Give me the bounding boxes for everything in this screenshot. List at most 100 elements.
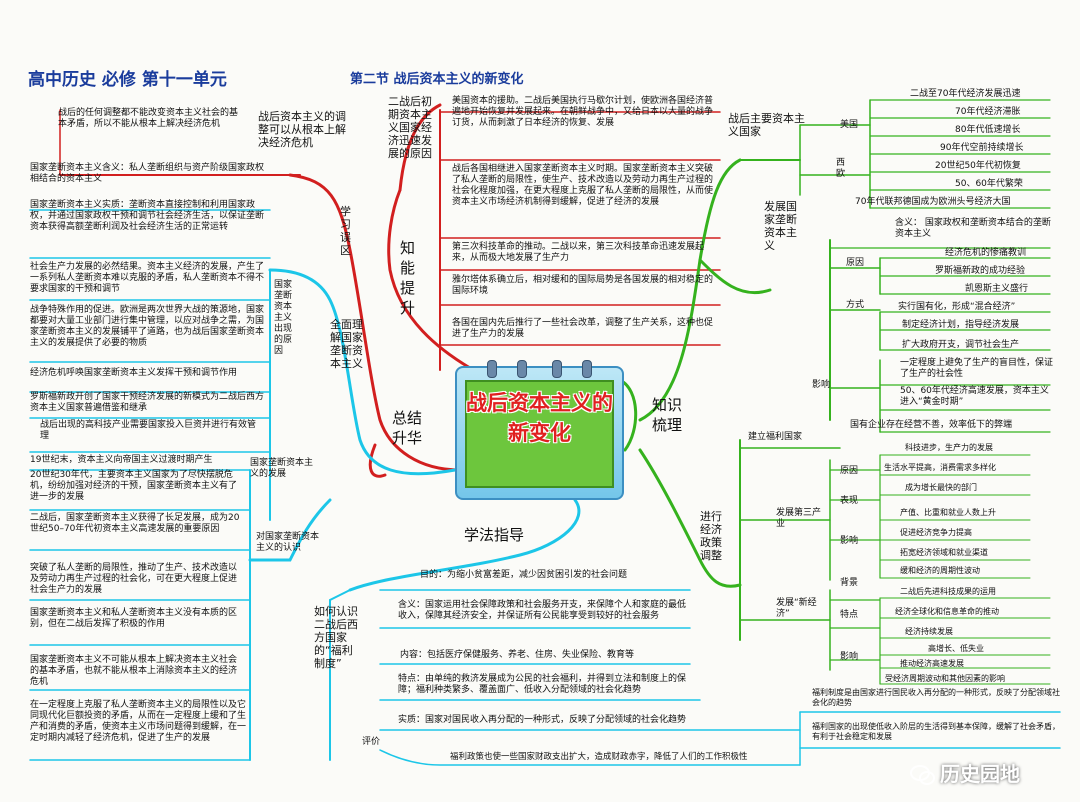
xuexi-q2: 全面理解国家垄断资本主义 xyxy=(330,318,363,370)
xuexi-item: 社会生产力发展的必然结果。资本主义经济的发展，产生了一系列私人垄断资本难以克服的… xyxy=(30,262,265,294)
xuefa-eval-item: 福利制度是由国家进行国民收入再分配的一种形式，反映了分配领域社会化的趋势 xyxy=(812,688,1060,707)
zhishi-impact: 影响 xyxy=(812,380,831,390)
center-node: 战后资本主义的新变化 xyxy=(455,360,624,500)
xuefa-eval-item: 福利国家的出现使低收入阶层的生活得到基本保障，缓解了社会矛盾，有利于社会稳定和发… xyxy=(812,722,1060,741)
ne-impact-item: 受经济周期波动和其他因素的影响 xyxy=(885,674,1005,683)
branch-zongjie: 总结升华 xyxy=(392,409,423,447)
page-subtitle: 第二节 战后资本主义的新变化 xyxy=(350,72,524,87)
method-item: 实行国有化，形成“混合经济” xyxy=(898,302,1016,312)
tertiary-impact-item: 促进经济竞争力提高 xyxy=(900,528,972,537)
center-title: 战后资本主义的新变化 xyxy=(466,391,613,445)
xuexi-item: 国家垄断资本主义和私人垄断资本主义没有本质的区别，但在二战后发挥了积极的作用 xyxy=(30,608,238,629)
cyan-trunk xyxy=(268,268,457,476)
impact-item: 50、60年代经济高速发展，资本主义进入“黄金时期” xyxy=(900,386,1049,407)
zhishi-welfare: 建立福利国家 xyxy=(748,432,803,442)
xuexi-item: 在一定程度上克服了私人垄断资本主义的局限性以及它同现代化巨额投资的矛盾，从而在一… xyxy=(30,700,247,743)
eu-item: 20世纪50年代初恢复 xyxy=(935,161,1021,171)
page-title: 高中历史 必修 第十一单元 xyxy=(28,70,227,90)
zhishi-reason: 原因 xyxy=(846,258,865,268)
tertiary-show: 表现 xyxy=(840,496,859,506)
ne-feat-item: 经济持续发展 xyxy=(905,627,953,636)
ne-feat: 特点 xyxy=(840,610,859,620)
xuefa-essence: 实质：国家对国民收入再分配的一种形式，反映了分配领域的社会化趋势 xyxy=(398,715,687,725)
tertiary-show-item: 成为增长最快的部门 xyxy=(905,483,977,492)
impact-item: 国有企业存在经营不善，效率低下的弊端 xyxy=(850,420,1013,430)
ne-impact-item: 推动经济高速发展 xyxy=(900,659,964,668)
eu-item: 70年代联邦德国成为欧洲头号经济大国 xyxy=(855,197,1011,207)
eu-item: 50、60年代繁荣 xyxy=(955,179,1023,189)
xuexi-item: 经济危机呼唤国家垄断资本主义发挥干预和调节作用 xyxy=(30,368,238,378)
branch-xuefa: 学法指导 xyxy=(464,526,525,544)
branch-zhineng: 知能提升 xyxy=(400,239,416,317)
tertiary-reason-item: 科技进步，生产力的发展 xyxy=(905,443,993,452)
xuefa-content: 内容：包括医疗保健服务、养老、住房、失业保险、教育等 xyxy=(400,650,635,660)
zhineng-item: 第三次科技革命的推动。二战以来，第三次科技革命迅速发展起来，从而极大地发展了生产… xyxy=(452,242,705,263)
binder-ring-icon xyxy=(582,360,592,378)
green-trunk xyxy=(638,158,742,422)
binder-ring-icon xyxy=(552,360,562,378)
xuefa-meaning: 含义：国家运用社会保障政策和社会服务开支，来保障个人和家庭的最低收入，保障其经济… xyxy=(398,600,687,621)
zhishi-adjust: 进行经济政策调整 xyxy=(700,510,722,562)
zhineng-reason-title: 二战后初期资本主义国家经济迅速发展的原因 xyxy=(388,95,432,160)
zhishi-method: 方式 xyxy=(846,300,865,310)
branch-zhishi: 知识梳理 xyxy=(652,396,683,434)
us-item: 二战至70年代经济发展迅速 xyxy=(910,89,1021,99)
tertiary-reason-item: 生活水平提高，消费需求多样化 xyxy=(884,463,996,472)
ne-bg-item: 二战后先进科技成果的运用 xyxy=(900,587,996,596)
xuexi-item: 罗斯福新政开创了国家干预经济发展的新模式为二战后西方资本主义国家普遍借鉴和继承 xyxy=(30,392,265,413)
xuexi-q5: 对国家垄断资本主义的认识 xyxy=(256,532,320,553)
xuexi-q3: 国家垄断资本主义出现的原因 xyxy=(274,280,293,356)
ne-bg: 背景 xyxy=(840,578,859,588)
tertiary-impact: 影响 xyxy=(840,536,859,546)
red-trunk xyxy=(387,188,472,370)
method-item: 制定经济计划，指导经济发展 xyxy=(902,320,1020,330)
zhineng-item: 美国资本的援助。二战后美国执行马歇尔计划，使欧洲各国经济普遍地开始恢复并发展起来… xyxy=(452,96,714,128)
zhineng-item: 雅尔塔体系确立后，相对缓和的国际局势是各国发展的相对稳定的国际环境 xyxy=(452,275,714,296)
binder-ring-icon xyxy=(487,360,497,378)
tertiary-reason: 原因 xyxy=(840,466,859,476)
xuexi-item: 战后出现的高科技产业需要国家投入巨资并进行有效管理 xyxy=(40,420,257,441)
method-item: 扩大政府开支，调节社会生产 xyxy=(902,340,1020,350)
us-item: 70年代经济滞胀 xyxy=(955,107,1021,117)
zhishi-state-monopoly: 发展国家垄断资本主义 xyxy=(764,200,797,252)
xuefa-q: 如何认识二战后西方国家的“福利制度” xyxy=(314,605,358,670)
reason-item: 经济危机的惨痛教训 xyxy=(945,248,1027,258)
xuexi-label: 学习误区 xyxy=(340,205,351,257)
zhishi-main-countries: 战后主要资本主义国家 xyxy=(728,112,805,138)
ne-feat-item: 高增长、低失业 xyxy=(928,644,984,653)
zhineng-item: 战后各国相继进入国家垄断资本主义时期。国家垄断资本主义突破了私人垄断的局限性，使… xyxy=(452,164,714,207)
ne-impact: 影响 xyxy=(840,652,859,662)
us-item: 90年代空前持续增长 xyxy=(940,143,1024,153)
zhishi-west-europe: 西欧 xyxy=(836,158,846,179)
xuexi-q4: 国家垄断资本主义的发展 xyxy=(250,458,314,479)
reason-item: 罗斯福新政的成功经验 xyxy=(935,266,1026,276)
watermark: 历史园地 xyxy=(910,760,1060,790)
tertiary-impact-item: 拓宽经济领域和就业渠道 xyxy=(900,548,988,557)
xuexi-item: 突破了私人垄断的局限性，推动了生产、技术改造以及劳动力再生产过程的社会化，可在更… xyxy=(30,563,238,595)
xuexi-item: 二战后，国家垄断资本主义获得了长足发展，成为20世纪50–70年代初资本主义高速… xyxy=(30,513,240,534)
xuefa-eval-item: 福利政策也使一些国家财政支出扩大，造成财政赤字，降低了人们的工作积极性 xyxy=(450,752,748,762)
ne-bg-item: 经济全球化和信息革命的推动 xyxy=(895,607,999,616)
xuefa-feature: 特点：由单纯的救济发展成为公民的社会福利，并得到立法和制度上的保障；福利种类繁多… xyxy=(398,674,687,695)
reason-item: 凯恩斯主义盛行 xyxy=(965,284,1029,294)
xuexi-item: 国家垄断资本主义实质：垄断资本直接控制和利用国家政权，并通过国家政权干预和调节社… xyxy=(30,200,265,232)
tertiary-impact-item: 缓和经济的周期性波动 xyxy=(900,566,980,575)
us-item: 80年代低速增长 xyxy=(955,125,1021,135)
xuexi-a1: 战后的任何调整都不能改变资本主义社会的基本矛盾，所以不能从根本上解决经济危机 xyxy=(58,108,239,129)
xuexi-item: 战争特殊作用的促进。欧洲是两次世界大战的策源地，国家都要对大量工业部门进行集中管… xyxy=(30,305,265,348)
impact-item: 一定程度上避免了生产的盲目性，保证了生产的社会性 xyxy=(900,358,1054,379)
zhishi-new-economy: 发展“新经济” xyxy=(776,598,817,619)
xuefa-purpose: 目的：为缩小贫富差距，减少因贫困引发的社会问题 xyxy=(420,570,628,580)
zhishi-definition: 含义： 国家政权和垄断资本结合的垄断资本主义 xyxy=(895,218,1051,239)
center-node-panel xyxy=(465,380,614,488)
zhishi-tertiary: 发展第三产业 xyxy=(776,508,822,529)
wechat-icon xyxy=(910,765,935,785)
xuexi-item: 国家垄断资本主义不可能从根本上解决资本主义社会的基本矛盾，也就不能从根本上消除资… xyxy=(30,655,238,687)
binder-ring-icon xyxy=(517,360,527,378)
xuexi-item: 20世纪30年代，主要资本主义国家为了尽快摆脱危机，纷纷加强对经济的干预，国家垄… xyxy=(30,470,238,502)
xuexi-item: 国家垄断资本主义含义：私人垄断组织与资产阶级国家政权相结合的资本主义 xyxy=(30,163,265,184)
tertiary-show-item: 产值、比重和就业人数上升 xyxy=(900,508,996,517)
xuexi-q1: 战后资本主义的调整可以从根本上解决经济危机 xyxy=(258,110,346,149)
